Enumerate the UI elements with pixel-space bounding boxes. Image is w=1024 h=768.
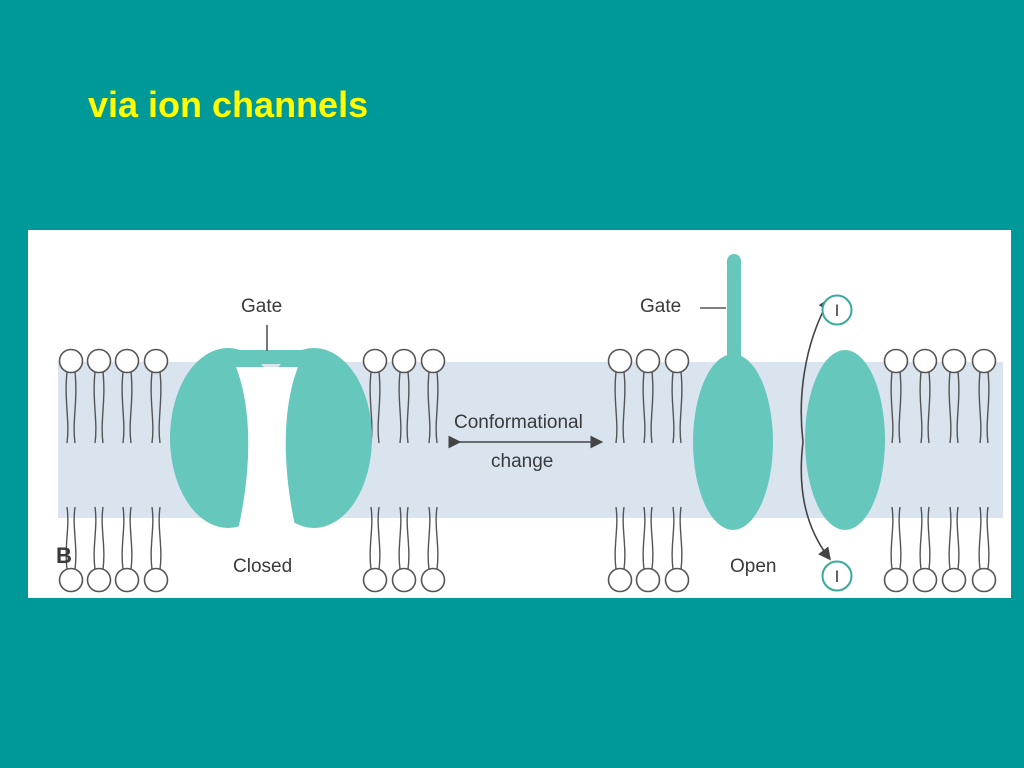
slide-title: via ion channels bbox=[88, 84, 369, 125]
ion-flow-arrow-up bbox=[800, 297, 831, 443]
panel-letter: B bbox=[56, 543, 72, 568]
open-state-label: Open bbox=[730, 556, 776, 577]
ion-label-bottom: I bbox=[835, 567, 840, 586]
open-gate-label: Gate bbox=[640, 296, 681, 317]
ion-label-top: I bbox=[835, 301, 840, 320]
open-channel bbox=[693, 254, 885, 530]
closed-channel bbox=[170, 348, 372, 530]
ion-channel-figure: Gate Conformational change Gate I I B Cl… bbox=[28, 230, 1011, 598]
transition-label-line2: change bbox=[491, 451, 553, 472]
ion-flow-arrow-down bbox=[800, 441, 831, 561]
closed-gate-label: Gate bbox=[241, 296, 282, 317]
closed-state-label: Closed bbox=[233, 556, 292, 577]
ion-circle-top bbox=[821, 294, 853, 326]
transition-label-line1: Conformational bbox=[454, 412, 583, 433]
ion-circle-bottom bbox=[821, 560, 853, 592]
